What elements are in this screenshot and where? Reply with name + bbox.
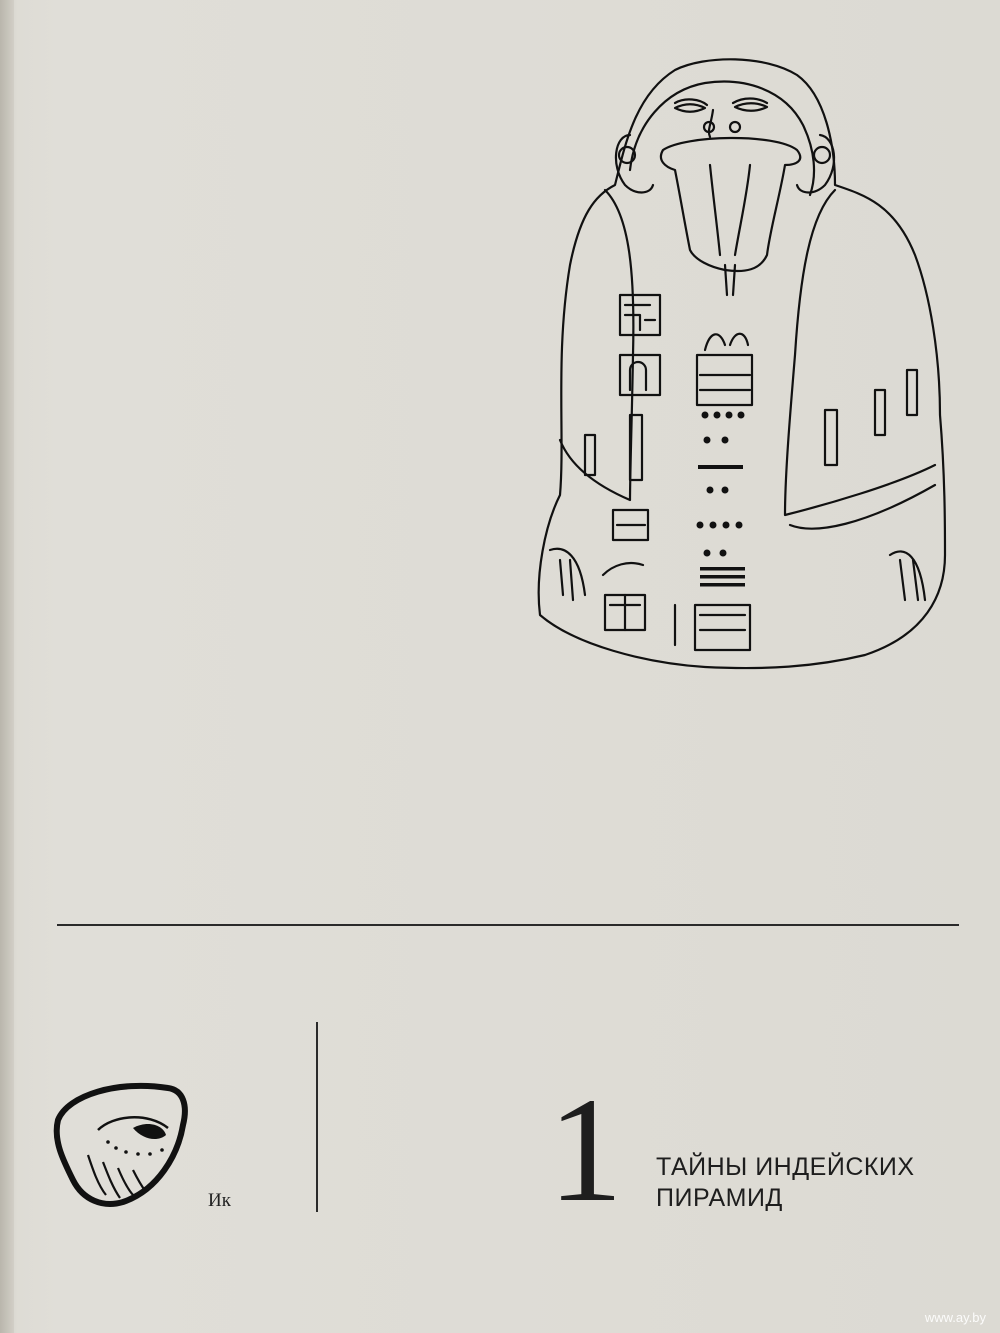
chapter-number: 1 bbox=[548, 1067, 623, 1233]
chapter-title: ТАЙНЫ ИНДЕЙСКИХ ПИРАМИД bbox=[656, 1152, 915, 1214]
watermark: www.ay.by bbox=[924, 1310, 986, 1325]
chapter-title-line-2: ПИРАМИД bbox=[656, 1184, 783, 1212]
mayan-statue-drawing bbox=[537, 58, 947, 670]
day-sign-name: Ик bbox=[208, 1190, 231, 1211]
vertical-divider bbox=[316, 1022, 318, 1212]
horizontal-divider bbox=[57, 924, 959, 926]
chapter-title-line-1: ТАЙНЫ ИНДЕЙСКИХ bbox=[656, 1153, 915, 1181]
ik-glyph-icon bbox=[53, 1082, 188, 1207]
book-spine-shadow bbox=[0, 0, 14, 1333]
